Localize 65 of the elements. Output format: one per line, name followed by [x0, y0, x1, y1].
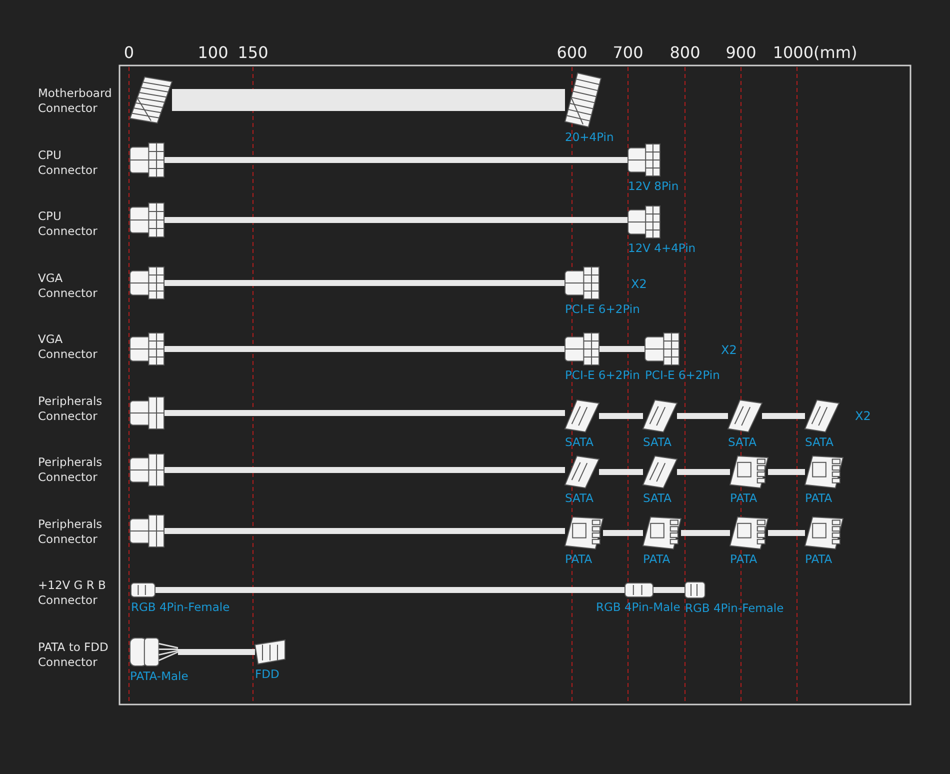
connector-label: SATA — [805, 435, 834, 449]
connector-label: PCI-E 6+2Pin — [565, 302, 640, 316]
quantity-label: X2 — [855, 409, 871, 423]
cable — [164, 217, 628, 223]
axis-tick-label: 150 — [238, 43, 268, 62]
axis-tick-label: 800 — [670, 43, 700, 62]
connector-label: PATA — [730, 491, 758, 505]
row-label: VGA Connector — [38, 332, 98, 362]
connector-label: PATA — [565, 552, 592, 566]
connector-label: PATA — [730, 552, 758, 566]
connector-label: FDD — [255, 667, 280, 681]
row-label: PATA to FDD Connector — [38, 640, 110, 670]
connector-label: SATA — [728, 435, 756, 449]
row-label: CPU Connector — [38, 209, 98, 239]
connector-label: 20+4Pin — [565, 130, 614, 144]
row-label: Peripherals Connector — [38, 394, 104, 424]
cable — [677, 469, 730, 475]
connector-label: RGB 4Pin-Female — [131, 600, 230, 614]
connector-label: SATA — [643, 491, 672, 505]
cable — [599, 413, 643, 419]
axis-tick-label: 100 — [198, 43, 228, 62]
connector-label: PATA — [805, 491, 832, 505]
cable — [603, 530, 643, 536]
cable — [155, 587, 625, 593]
row-label: VGA Connector — [38, 271, 98, 301]
connector-label: PATA — [805, 552, 832, 566]
cable — [681, 530, 730, 536]
cable — [164, 410, 565, 416]
row-label: Motherboard Connector — [38, 86, 113, 116]
connector-label: RGB 4Pin-Female — [685, 601, 784, 615]
quantity-label: X2 — [631, 277, 647, 291]
cable — [768, 469, 805, 475]
cable — [178, 649, 255, 655]
cable — [599, 469, 643, 475]
connector-label: 12V 8Pin — [628, 179, 679, 193]
axis-tick-label: 600 — [556, 43, 588, 62]
cable — [653, 587, 685, 593]
connector-label: RGB 4Pin-Male — [596, 600, 680, 614]
quantity-label: X2 — [721, 343, 737, 357]
cable — [768, 530, 805, 536]
cable — [599, 346, 645, 352]
axis-tick-label: 700 — [612, 43, 644, 62]
row-label: CPU Connector — [38, 148, 98, 178]
axis-tick-label: 1000(mm) — [772, 43, 858, 62]
cable — [164, 528, 565, 534]
connector-label: PATA-Male — [130, 669, 188, 683]
connector-label: SATA — [565, 491, 594, 505]
cable — [172, 89, 565, 111]
connector-label: SATA — [565, 435, 594, 449]
cable — [164, 467, 565, 473]
connector-label: PCI-E 6+2Pin — [565, 368, 640, 382]
cable — [164, 346, 565, 352]
axis-tick-label: 900 — [726, 43, 756, 62]
connector-label: PCI-E 6+2Pin — [645, 368, 720, 382]
cable — [762, 413, 805, 419]
cable — [677, 413, 728, 419]
cable — [164, 157, 628, 163]
connector-label: 12V 4+4Pin — [628, 241, 696, 255]
axis-tick-label: 0 — [124, 43, 134, 62]
row-label: Peripherals Connector — [38, 517, 104, 547]
connector-label: SATA — [643, 435, 672, 449]
connector-label: PATA — [643, 552, 670, 566]
row-label: Peripherals Connector — [38, 455, 104, 485]
row-label: +12V G R B Connector — [38, 578, 107, 608]
cable — [164, 280, 565, 286]
